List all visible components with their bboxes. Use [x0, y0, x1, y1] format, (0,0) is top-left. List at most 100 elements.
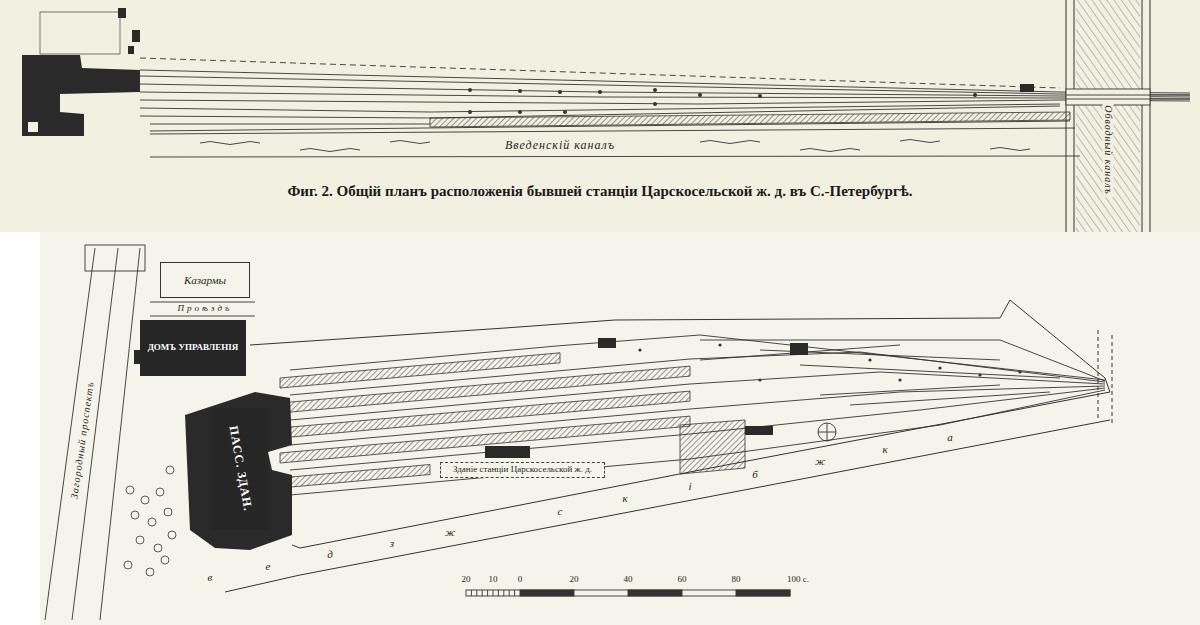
- bottom-plan: [758, 378, 761, 381]
- bottom-plan: [146, 568, 154, 576]
- bottom-plan: [1018, 370, 1021, 373]
- passenger-building: ПАСС. ЗДАН.: [212, 408, 268, 530]
- bottom-plan: [290, 335, 1105, 495]
- scale-number: 40: [624, 575, 633, 585]
- canal-name: Обводный каналъ: [1103, 103, 1114, 197]
- top-plan: [1066, 0, 1067, 232]
- top-plan: [758, 94, 762, 98]
- bottom-plan: [628, 590, 682, 596]
- bottom-plan: [164, 508, 172, 516]
- bottom-plan: [938, 366, 941, 369]
- scale-number: 100 с.: [787, 575, 809, 585]
- top-plan: [563, 110, 567, 114]
- top-plan: [200, 142, 260, 145]
- bottom-plan: [598, 338, 616, 348]
- top-plan: [990, 148, 1030, 151]
- building-label: ДОМЪ УПРАВЛЕНІЯ: [148, 343, 239, 353]
- bottom-plan: [487, 590, 488, 596]
- area-letter: ж: [815, 455, 825, 467]
- top-plan: [698, 93, 702, 97]
- top-plan: [150, 128, 1075, 134]
- bottom-plan: [131, 511, 139, 519]
- bottom-plan: [45, 248, 95, 620]
- top-plan: [653, 102, 657, 106]
- bottom-plan: [818, 423, 836, 441]
- bottom-plan: [136, 536, 144, 544]
- bottom-plan: [40, 232, 1200, 625]
- top-plan: [1066, 95, 1190, 96]
- area-letter: к: [622, 492, 627, 504]
- bottom-plan: [827, 423, 828, 441]
- bottom-plan: [482, 590, 483, 596]
- area-letter: ж: [445, 525, 455, 537]
- bottom-plan: [700, 340, 1105, 381]
- bottom-plan: [150, 302, 255, 303]
- scale-number: 10: [489, 575, 498, 585]
- scale-number: 20: [462, 575, 471, 585]
- bottom-plan: [745, 426, 773, 435]
- area-letter: в: [208, 571, 213, 583]
- bottom-plan: [1112, 335, 1113, 425]
- bottom-plan: [124, 466, 176, 576]
- building-label: Зданіе станціи Царскосельской ж. д.: [453, 465, 592, 475]
- bottom-plan: [978, 373, 981, 376]
- bottom-plan: [166, 466, 174, 474]
- admin-building: ДОМЪ УПРАВЛЕНІЯ: [140, 320, 246, 376]
- top-plan: [1150, 0, 1151, 232]
- top-plan: [468, 110, 472, 114]
- area-letter: б: [752, 468, 758, 480]
- bottom-plan: [168, 531, 176, 539]
- top-plan: [150, 124, 430, 125]
- area-letter: з: [390, 536, 394, 548]
- top-plan: [140, 92, 1190, 99]
- bottom-plan: [225, 300, 1112, 592]
- top-plan: [1020, 84, 1034, 92]
- top-plan: [430, 112, 1070, 127]
- bottom-plan: [290, 390, 1105, 495]
- top-plan: [140, 104, 1060, 112]
- bottom-plan: [100, 248, 140, 620]
- top-plan: [40, 12, 120, 54]
- bottom-plan: [485, 446, 530, 458]
- bottom-plan: [290, 352, 1105, 395]
- top-plan: [0, 0, 1200, 232]
- top-plan: [300, 149, 360, 152]
- bottom-plan: [126, 486, 134, 494]
- bottom-plan: [150, 316, 255, 317]
- bottom-plan: [820, 385, 1000, 395]
- bottom-plan: [290, 335, 1105, 380]
- top-plan: [1074, 0, 1075, 232]
- barracks-box: Казармы: [160, 262, 250, 298]
- top-plan: [468, 88, 977, 114]
- bottom-plan: [790, 343, 808, 355]
- bottom-plan: [898, 378, 901, 381]
- top-plan: [558, 90, 562, 94]
- bottom-plan: [638, 348, 641, 351]
- bottom-plan: [40, 232, 1200, 625]
- top-plan: [468, 88, 472, 92]
- top-plan: [1076, 0, 1140, 232]
- top-plan: [653, 88, 657, 92]
- top-plan: [598, 90, 602, 94]
- canal-name: Введенскій каналъ: [503, 139, 617, 152]
- top-plan: [128, 46, 134, 54]
- bottom-plan: [498, 590, 499, 596]
- bottom-plan: [471, 590, 472, 596]
- bottom-plan: [290, 372, 1105, 420]
- top-plan: [140, 70, 1190, 93]
- bottom-plan: [514, 590, 515, 596]
- bottom-plan: [718, 343, 721, 346]
- building-label: ПАСС. ЗДАН.: [226, 425, 254, 513]
- top-plan: [518, 110, 522, 114]
- bottom-plan: [736, 590, 790, 596]
- top-plan: [140, 58, 1190, 131]
- top-plan: [1066, 0, 1150, 232]
- top-plan: [973, 93, 977, 97]
- bottom-plan: [124, 561, 132, 569]
- bottom-plan: [800, 365, 1060, 378]
- bottom-plan: [185, 392, 292, 550]
- top-plan: [900, 140, 940, 143]
- top-plan: [132, 30, 140, 42]
- bottom-plan: [868, 358, 871, 361]
